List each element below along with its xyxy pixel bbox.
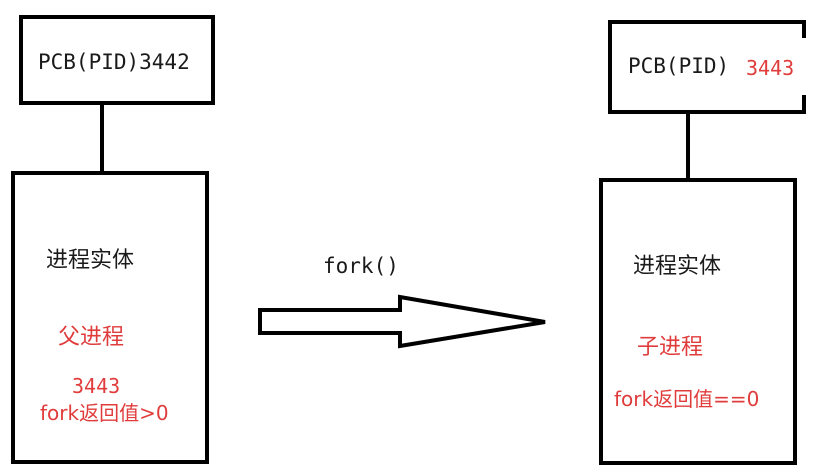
- parent-role-label: 父进程: [58, 325, 124, 350]
- child-entity-label: 进程实体: [633, 254, 721, 279]
- fork-call-label: fork(): [323, 254, 399, 278]
- child-role-label: 子进程: [637, 335, 703, 360]
- child-process: PCB(PID) 3443 进程实体 子进程 fork返回值==0: [599, 20, 806, 465]
- child-pcb-pid: 3443: [746, 56, 794, 80]
- parent-entity-label: 进程实体: [46, 248, 134, 273]
- child-pcb-box: [608, 20, 806, 114]
- parent-process: PCB(PID)3442 进程实体 父进程 3443 fork返回值>0: [11, 15, 215, 464]
- child-entity-box: [599, 178, 797, 465]
- child-fork-return: fork返回值==0: [614, 387, 759, 411]
- child-pcb-label: PCB(PID): [628, 54, 729, 78]
- parent-pcb-label: PCB(PID)3442: [38, 50, 190, 74]
- parent-fork-return: fork返回值>0: [40, 401, 169, 425]
- parent-pcb-box: [19, 15, 215, 105]
- parent-child-pid: 3443: [72, 374, 120, 398]
- fork-arrow: fork(): [258, 254, 546, 349]
- parent-entity-box: [11, 171, 209, 464]
- arrow-shape: [258, 294, 546, 349]
